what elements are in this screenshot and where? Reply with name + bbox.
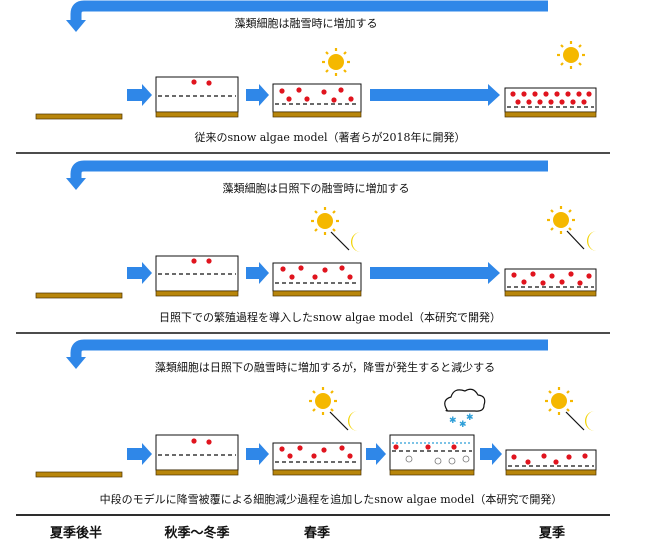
sun-icon	[557, 41, 585, 69]
season-axis: 夏季後半 秋季～冬季 春季 夏季	[49, 525, 565, 541]
moon-icon	[351, 232, 361, 252]
process-arrow	[127, 84, 152, 106]
process-arrow	[480, 443, 502, 465]
panel-2: 藻類細胞は日照下の融雪時に増加する	[35, 160, 597, 324]
process-arrow	[246, 443, 269, 465]
process-arrow	[366, 443, 386, 465]
process-arrow	[127, 443, 152, 465]
panel-1: 藻類細胞は融雪時に増加する	[35, 0, 597, 144]
season-label: 春季	[303, 525, 330, 541]
return-arrow	[70, 0, 548, 24]
panel-note: 藻類細胞は融雪時に増加する	[235, 17, 378, 30]
day-night-slash	[329, 411, 349, 431]
sun-icon	[545, 387, 573, 415]
season-label: 秋季～冬季	[164, 525, 229, 541]
return-arrow-head	[66, 178, 86, 190]
sun-icon	[309, 387, 337, 415]
process-arrow	[370, 84, 500, 106]
process-arrow	[127, 262, 152, 284]
return-arrow	[70, 339, 548, 360]
dead-cell	[434, 457, 442, 465]
snowpack-spring	[272, 442, 362, 476]
sun-icon	[322, 48, 350, 76]
panel-note: 藻類細胞は日照下の融雪時に増加する	[223, 182, 410, 195]
dead-cell	[462, 455, 470, 463]
dead-cell	[448, 457, 456, 465]
snowpack-snowfall	[389, 434, 475, 476]
snowpack-summer	[504, 87, 597, 118]
svg-text:✱: ✱	[449, 416, 457, 426]
moon-icon	[348, 411, 358, 431]
moon-icon	[585, 411, 595, 431]
process-arrow	[246, 262, 269, 284]
snowpack-spring	[272, 262, 362, 297]
return-arrow-head	[66, 357, 86, 369]
return-arrow-head	[66, 20, 86, 32]
snowpack-summer	[504, 268, 597, 297]
panel-caption: 日照下での繁殖過程を導入したsnow algae model（本研究で開発）	[159, 310, 501, 324]
panel-3: 藻類細胞は日照下の融雪時に増加するが，降雪が発生すると減少する	[35, 339, 597, 506]
snowpack-autumn	[155, 76, 239, 118]
snowpack-autumn	[155, 434, 239, 476]
panel-caption: 従来のsnow algae model（著者らが2018年に開発）	[194, 130, 465, 144]
season-label: 夏季後半	[49, 525, 102, 541]
snowpack-autumn	[155, 255, 239, 297]
process-arrow	[370, 262, 500, 284]
panel-caption: 中段のモデルに降雪被覆による細胞減少過程を追加したsnow algae mode…	[100, 492, 563, 506]
day-night-slash	[330, 231, 350, 251]
season-label: 夏季	[538, 525, 565, 541]
ground-bar	[35, 292, 123, 299]
dead-cell	[405, 455, 413, 463]
snowpack-summer	[505, 449, 597, 476]
ground-bar	[35, 113, 123, 120]
panel-note: 藻類細胞は日照下の融雪時に増加するが，降雪が発生すると減少する	[155, 360, 495, 374]
svg-text:✱: ✱	[466, 413, 474, 423]
snow-cloud-icon: ✱ ✱ ✱	[444, 388, 486, 430]
day-night-slash	[565, 411, 585, 431]
algae-cell	[191, 79, 197, 85]
snowpack-spring	[272, 83, 362, 118]
sun-icon	[311, 207, 339, 235]
algae-cell	[206, 80, 212, 86]
sun-icon	[547, 206, 575, 234]
process-arrow	[246, 84, 269, 106]
day-night-slash	[566, 230, 585, 250]
svg-text:✱: ✱	[459, 420, 467, 430]
return-arrow	[70, 160, 548, 182]
moon-icon	[587, 231, 597, 251]
ground-bar	[35, 471, 123, 478]
